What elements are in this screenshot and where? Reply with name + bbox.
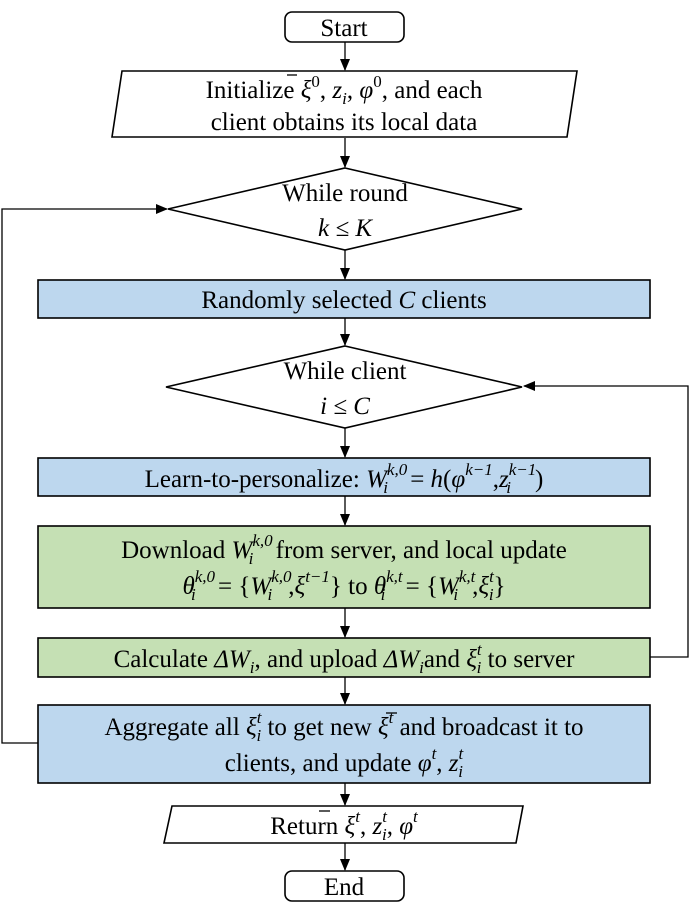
select-label: Randomly selected C clients xyxy=(201,287,486,314)
end-label: End xyxy=(324,874,365,901)
connectors xyxy=(1,42,689,871)
init-line1: Initialize ξ0, zi, φ0, and each xyxy=(206,72,483,108)
while-client-line1: While client xyxy=(284,358,407,385)
select-node: Randomly selected C clients xyxy=(37,279,651,319)
return-parallelogram xyxy=(163,805,524,844)
while-client-node: While client i ≤ C xyxy=(165,345,523,429)
select-box xyxy=(37,279,651,319)
while-round-node: While round k ≤ K xyxy=(167,167,523,251)
end-terminator xyxy=(284,870,405,902)
while-round-line1: While round xyxy=(282,180,408,207)
start-label: Start xyxy=(320,15,367,42)
init-line2: client obtains its local data xyxy=(211,109,478,136)
start-node: Start xyxy=(284,11,405,43)
loop-calculate-to-while-client xyxy=(523,381,689,658)
calculate-box xyxy=(37,637,651,678)
download-box xyxy=(37,525,651,609)
init-parallelogram xyxy=(111,70,578,138)
while-client-diamond xyxy=(165,345,523,429)
loop-aggregate-to-while-round xyxy=(1,204,168,744)
learn-box xyxy=(37,457,651,497)
while-client-line2: i ≤ C xyxy=(320,393,370,420)
end-node: End xyxy=(284,870,405,902)
aggregate-box xyxy=(37,704,651,784)
start-terminator xyxy=(284,11,405,43)
init-node: Initialize ξ0, zi, φ0, and each client o… xyxy=(111,70,578,138)
while-round-diamond xyxy=(167,167,523,251)
while-round-line2: k ≤ K xyxy=(318,215,373,242)
